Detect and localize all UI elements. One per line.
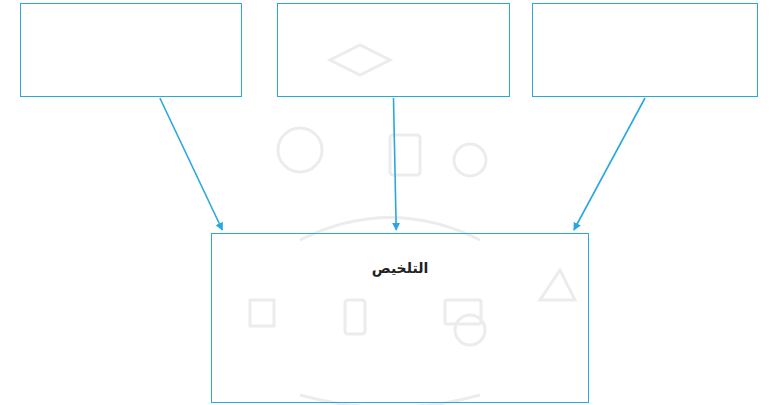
watermark-cube [250, 300, 274, 326]
arrow-connector [160, 98, 222, 230]
watermark-flask [540, 270, 575, 300]
watermark-phone [345, 300, 365, 334]
watermark-cap [330, 45, 390, 75]
watermark-icons [250, 45, 575, 405]
input-box [277, 3, 510, 97]
watermark-arc [300, 395, 480, 405]
watermark-laptop [445, 300, 481, 324]
box-heading: التلخيص [212, 260, 588, 276]
input-box [532, 3, 758, 97]
arrow-connector [394, 98, 397, 230]
watermark-globe [454, 144, 486, 176]
watermark-globe [278, 128, 322, 172]
summary-box: التلخيص [211, 233, 589, 403]
watermark-document [390, 135, 420, 175]
input-box [20, 3, 242, 97]
watermark-arc [300, 218, 480, 241]
arrow-connector [574, 98, 645, 230]
